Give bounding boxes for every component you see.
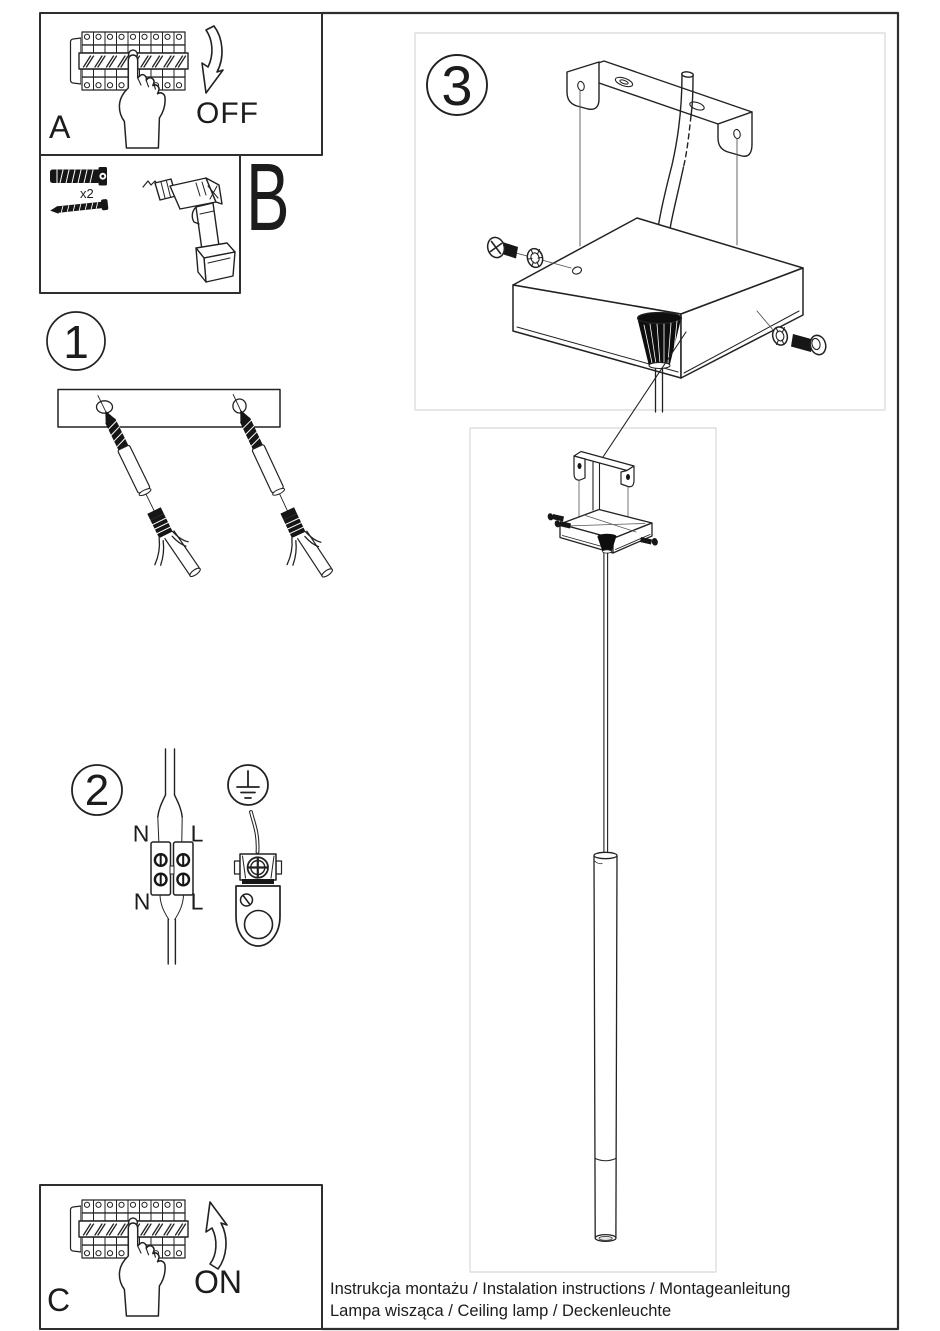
- pendant-tube: [593, 851, 618, 1243]
- ceiling-bracket: [566, 60, 753, 157]
- mains-cable-top: [157, 748, 183, 842]
- hanger-bracket-small: [573, 450, 635, 511]
- canopy-screws-small: [547, 513, 658, 546]
- terminal-label-bottom-neutral: N: [133, 888, 151, 915]
- terminal-label-top-live: L: [190, 820, 204, 847]
- step-3-number: 3: [441, 54, 473, 117]
- arrow-up-icon: [205, 1201, 228, 1270]
- supply-cable: [657, 71, 694, 230]
- screw-icon: [50, 199, 109, 214]
- canopy-small: [559, 508, 653, 554]
- step-c-action: ON: [194, 1264, 242, 1300]
- wall-plug-icon: [50, 167, 107, 186]
- cord-grip: [636, 311, 683, 413]
- step-2-number: 2: [84, 766, 110, 815]
- terminal-label-bottom-live: L: [190, 888, 204, 915]
- step-3-leader-line: [602, 331, 687, 458]
- arrow-down-icon: [201, 25, 224, 94]
- step-a-label: A: [49, 109, 71, 145]
- alignment-lines: [579, 90, 738, 247]
- outer-frame: [320, 11, 900, 1331]
- mains-cable-bottom: [159, 895, 184, 965]
- cord-grip-small: [597, 533, 617, 554]
- pendant-cord: [603, 552, 609, 853]
- step-3-box: [414, 32, 886, 411]
- panel-c-box: [39, 1184, 323, 1330]
- lamp-panel-box: [469, 427, 717, 1273]
- drill-icon: [142, 177, 236, 283]
- footer-product-line: Lampa wisząca / Ceiling lamp / Deckenleu…: [330, 1302, 672, 1320]
- ground-symbol-icon: [227, 764, 269, 806]
- terminal-block: [150, 841, 194, 896]
- anchor-quantity-label: x2: [80, 186, 94, 201]
- mounting-bar: [57, 388, 281, 428]
- step-1-number: 1: [63, 316, 89, 368]
- ground-clamp-icon: [233, 853, 283, 947]
- screw-and-washer-right: [756, 310, 827, 356]
- step-2-circle: [71, 764, 123, 816]
- step-1-circle: [46, 311, 106, 371]
- step-a-action: OFF: [196, 97, 259, 130]
- step-b-label: B: [246, 144, 290, 251]
- footer-title-line: Instrukcja montażu / Instalation instruc…: [330, 1280, 791, 1298]
- step-3-circle: [426, 54, 488, 116]
- step-c-label: C: [47, 1282, 71, 1318]
- panel-b-box: [39, 154, 241, 294]
- screw-and-washer-left: [486, 236, 572, 269]
- ceiling-canopy: [512, 217, 804, 379]
- terminal-label-top-neutral: N: [132, 820, 150, 847]
- ground-wire: [249, 810, 260, 854]
